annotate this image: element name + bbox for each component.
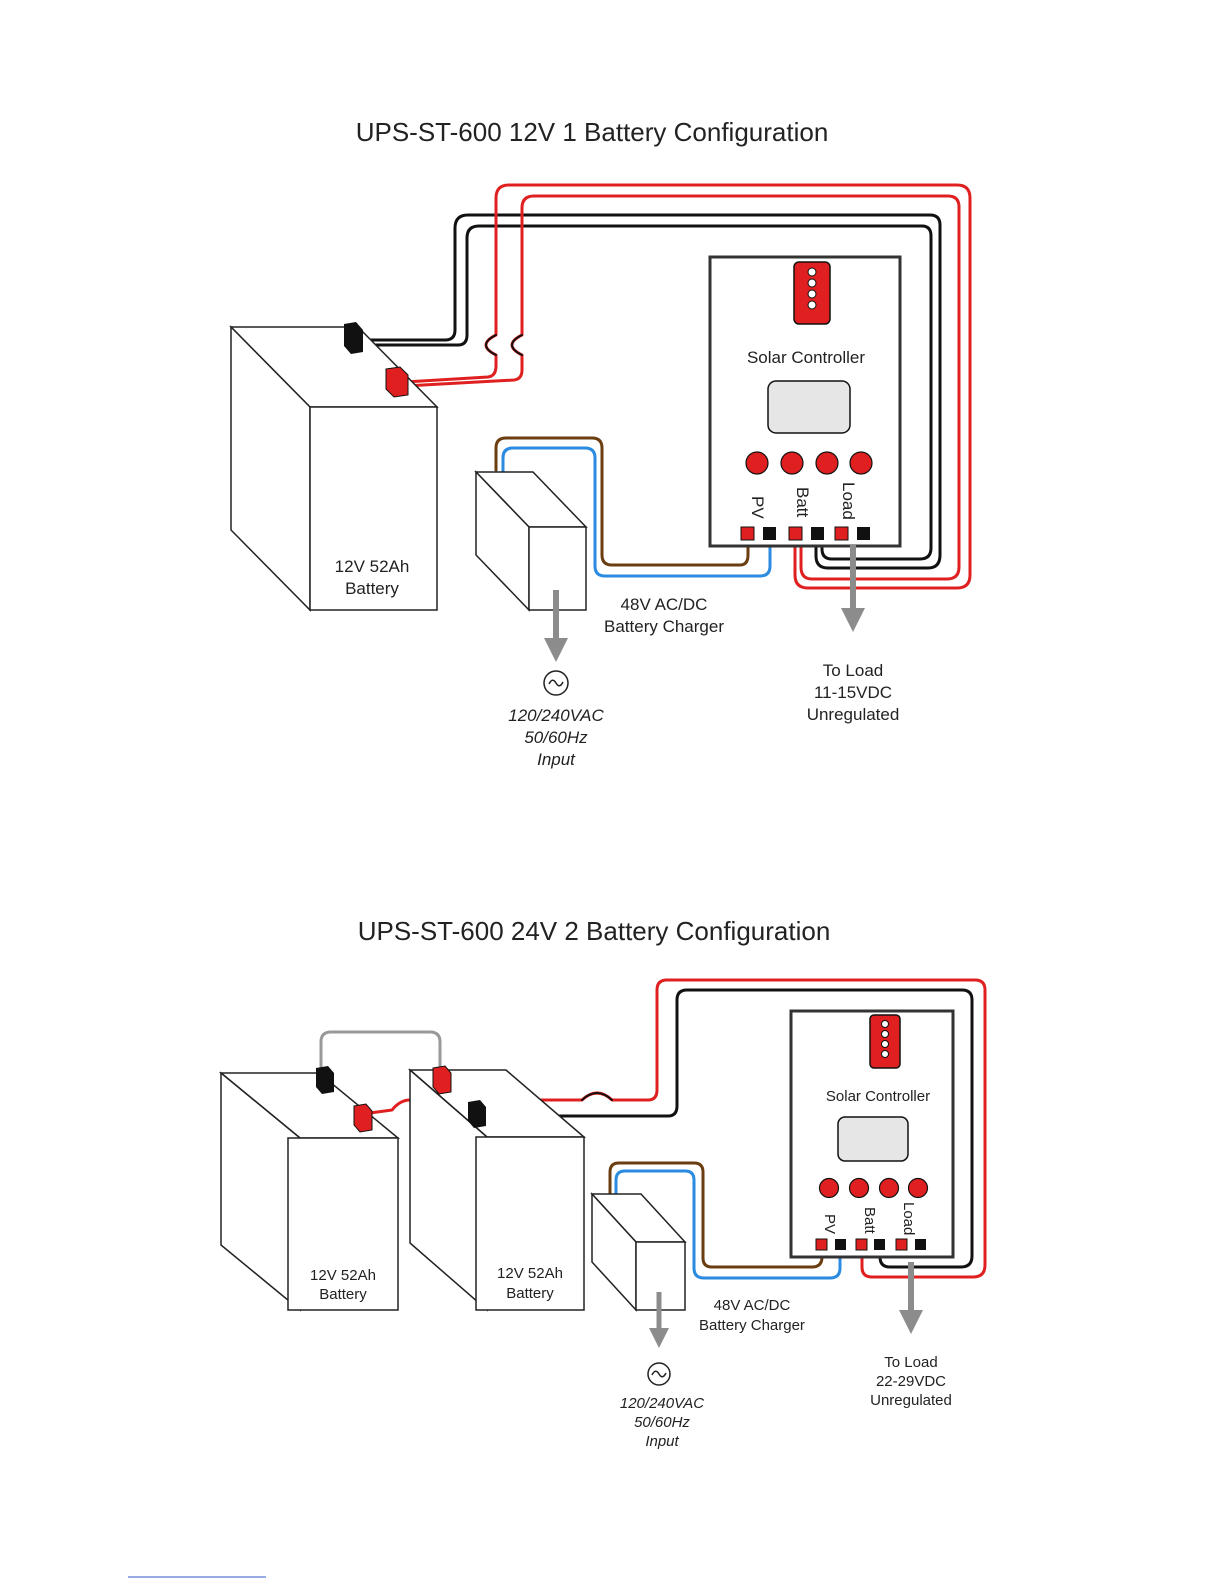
solar-controller: Solar Controller PV Batt Load (789, 1009, 955, 1259)
charger-positive-wire (494, 436, 750, 567)
terminal-label-load: Load (900, 1202, 917, 1235)
ac-input-label-2: 50/60Hz (524, 728, 588, 747)
terminal-label-load: Load (839, 482, 858, 520)
charger-label-1: 48V AC/DC (621, 595, 708, 614)
charger-label-2: Battery Charger (699, 1317, 805, 1334)
battery-label-2: Battery (345, 579, 399, 598)
load-positive-terminal (895, 1238, 908, 1251)
diagram-2-title: UPS-ST-600 24V 2 Battery Configuration (358, 916, 831, 946)
load-label-2: 11-15VDC (814, 683, 892, 702)
battery-front (309, 406, 438, 611)
solar-controller: Solar Controller PV Batt Load (708, 255, 902, 548)
load-negative-terminal (857, 527, 870, 540)
controller-button (849, 451, 873, 475)
controller-label: Solar Controller (747, 348, 865, 367)
terminal-label-batt: Batt (861, 1207, 878, 1235)
battery-label-2: Battery (319, 1286, 367, 1303)
charger-negative-wire (501, 446, 772, 578)
pv-positive-terminal (740, 526, 755, 541)
batt-positive-terminal (788, 526, 803, 541)
battery-negative-terminal (316, 1066, 334, 1094)
charger-label-1: 48V AC/DC (714, 1297, 791, 1314)
battery-label-1: 12V 52Ah (335, 557, 410, 576)
charger-negative-wire (614, 1169, 842, 1280)
controller-button (907, 1177, 929, 1199)
battery-negative-terminal (468, 1100, 486, 1128)
terminal-label-pv: PV (821, 1214, 838, 1234)
battery-left: 12V 52Ah Battery (218, 1066, 401, 1312)
batt-negative-terminal (811, 527, 824, 540)
pv-positive-terminal (815, 1238, 828, 1251)
load-label-1: To Load (884, 1354, 937, 1371)
terminal-label-pv: PV (748, 496, 767, 519)
charger: 48V AC/DC Battery Charger (474, 470, 724, 636)
batt-negative-terminal (874, 1239, 885, 1250)
terminal-label-batt: Batt (793, 487, 812, 518)
battery-negative-wire (478, 988, 974, 1269)
charger-label-2: Battery Charger (604, 617, 724, 636)
battery-positive-wire-inner (403, 194, 961, 581)
diagram-1-title: UPS-ST-600 12V 1 Battery Configuration (356, 117, 829, 147)
battery-front (287, 1137, 399, 1311)
controller-button (780, 451, 804, 475)
battery-positive-terminal (385, 366, 409, 398)
wires-1 (354, 183, 972, 590)
ac-input-label-2: 50/60Hz (634, 1414, 690, 1431)
series-jumper-wire (319, 1030, 442, 1072)
load-label-3: Unregulated (807, 705, 900, 724)
diagram-1: UPS-ST-600 12V 1 Battery Configuration (229, 117, 972, 769)
controller-display (837, 1116, 909, 1162)
diagram-2: UPS-ST-600 24V 2 Battery Configuration 1… (218, 916, 987, 1450)
controller-button (878, 1177, 900, 1199)
load-positive-terminal (834, 526, 849, 541)
battery-right: 12V 52Ah Battery (407, 1065, 587, 1312)
battery-negative-terminal (344, 322, 363, 354)
ac-input-label-1: 120/240VAC (620, 1395, 704, 1412)
ac-input-label-1: 120/240VAC (508, 706, 604, 725)
battery-positive-terminal (432, 1065, 452, 1095)
battery-label-1: 12V 52Ah (497, 1265, 563, 1282)
fuse-icon (485, 334, 523, 356)
load-label-3: Unregulated (870, 1392, 952, 1409)
ac-source-icon (543, 670, 569, 696)
fuse-icon (581, 1092, 613, 1101)
controller-display (767, 380, 851, 434)
charger-positive-wire (608, 1161, 824, 1269)
battery-front (475, 1136, 585, 1311)
controller-button (848, 1177, 870, 1199)
charger: 48V AC/DC Battery Charger (590, 1192, 805, 1334)
batt-positive-terminal (855, 1238, 868, 1251)
load-label-1: To Load (823, 661, 884, 680)
load-negative-terminal (915, 1239, 926, 1250)
ac-input-label-3: Input (537, 750, 576, 769)
controller-button (815, 451, 839, 475)
load-label-2: 22-29VDC (876, 1373, 946, 1390)
battery-label-1: 12V 52Ah (310, 1267, 376, 1284)
battery-negative-wire-outer (354, 213, 942, 570)
ac-source-icon (647, 1362, 671, 1386)
battery-negative-wire-inner (354, 224, 933, 561)
ac-input-label-3: Input (645, 1433, 679, 1450)
battery: 12V 52Ah Battery (229, 322, 439, 612)
battery-positive-terminal (353, 1103, 373, 1133)
pv-negative-terminal (835, 1239, 846, 1250)
controller-button (745, 451, 769, 475)
battery-label-2: Battery (506, 1285, 554, 1302)
battery-positive-wire-outer (403, 183, 972, 590)
controller-button (818, 1177, 840, 1199)
pv-negative-terminal (763, 527, 776, 540)
controller-label: Solar Controller (826, 1088, 930, 1105)
